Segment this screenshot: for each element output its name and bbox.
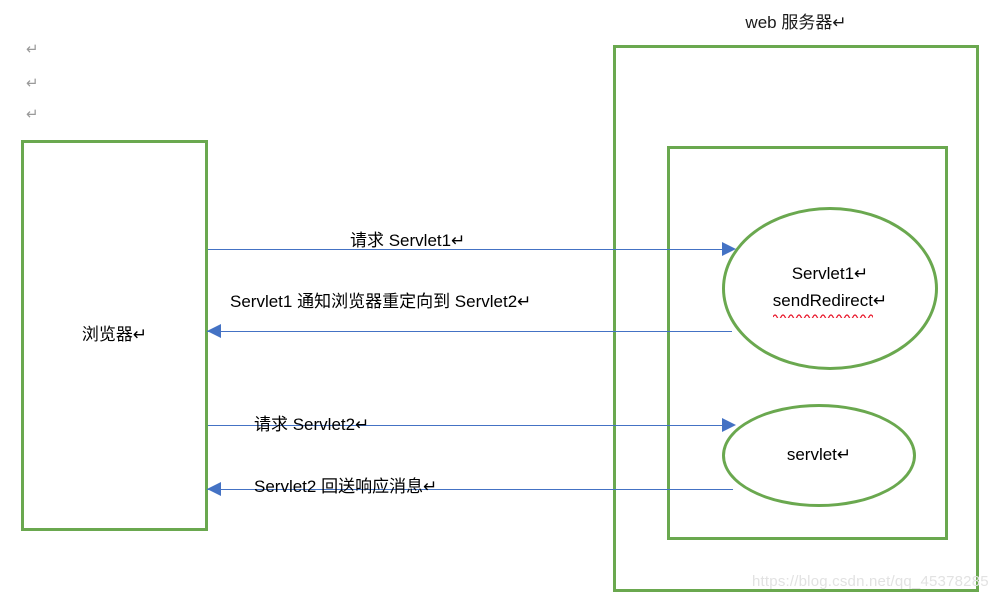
flow1-arrowhead-icon xyxy=(722,242,736,256)
return-mark: ↵ xyxy=(26,41,39,58)
web-server-boundary-box xyxy=(613,45,979,592)
flow3-arrowhead-icon xyxy=(722,418,736,432)
servlet1-label-line1: Servlet1↵ xyxy=(791,264,869,284)
flow1-label: 请求 Servlet1↵ xyxy=(350,231,466,250)
flow4-connector xyxy=(207,489,733,490)
servlet-container-box xyxy=(667,146,948,540)
servlet2-label: servlet↵ xyxy=(786,445,852,465)
flow1-connector xyxy=(208,249,730,250)
flow3-label: 请求 Servlet2↵ xyxy=(254,415,370,434)
servlet1-node: Servlet1↵ sendRedirect↵ xyxy=(722,207,938,370)
web-server-title: web 服务器↵ xyxy=(745,13,847,32)
spellcheck-squiggle-icon xyxy=(772,313,874,318)
flow2-arrowhead-icon xyxy=(207,324,221,338)
sendredirect-text: sendRedirect↵ xyxy=(772,290,888,310)
return-mark: ↵ xyxy=(26,106,39,123)
flow3-connector xyxy=(208,425,730,426)
browser-box xyxy=(21,140,208,531)
servlet2-node: servlet↵ xyxy=(722,404,916,507)
servlet1-label-line2: sendRedirect↵ xyxy=(772,288,888,318)
flow4-arrowhead-icon xyxy=(207,482,221,496)
flow4-label: Servlet2 回送响应消息↵ xyxy=(254,477,438,496)
return-mark: ↵ xyxy=(26,75,39,92)
browser-label: 浏览器↵ xyxy=(81,325,148,344)
flow2-label: Servlet1 通知浏览器重定向到 Servlet2↵ xyxy=(230,292,532,311)
flow2-connector xyxy=(207,331,732,332)
watermark: https://blog.csdn.net/qq_45378285 xyxy=(752,573,989,590)
